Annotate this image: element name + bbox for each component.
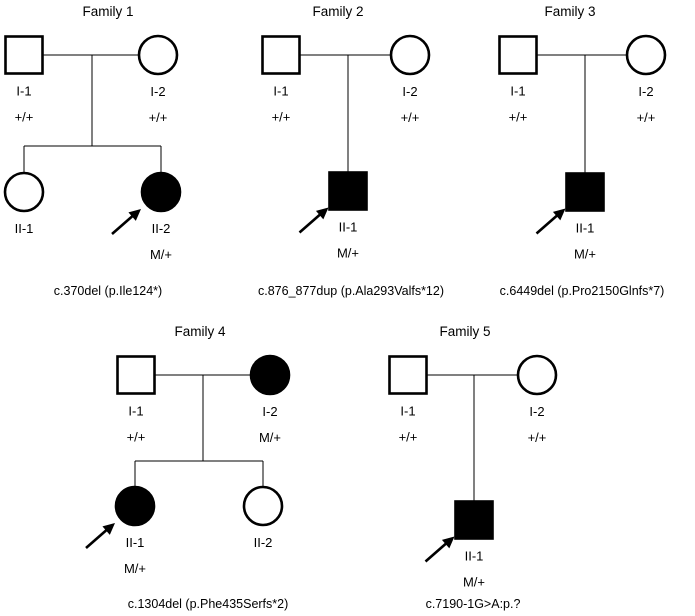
family-2-f2-ii1-square-affected-icon[interactable] [328,171,368,211]
family-5-f5-ii1-square-affected-icon[interactable] [454,500,494,540]
family-1-f1-i1-square-unaffected-icon[interactable] [4,35,44,75]
family-2-f2-i1-label: I-1 [273,84,288,99]
family-1-f1-ii2-circle-affected-icon[interactable] [140,171,182,213]
family-4-f4-ii1-genotype: M/+ [124,561,146,576]
family-4: Family 4I-1+/+I-2M/+II-1M/+II-2c.1304del… [85,324,291,611]
family-2-f2-i2-circle-unaffected-icon[interactable] [389,34,431,76]
proband-arrow-shaft [535,211,562,235]
family-2-f2-i1-square-unaffected-icon[interactable] [261,35,301,75]
family-3-f3-i2-genotype: +/+ [637,110,656,125]
family-1-f1-ii2-proband-arrow-icon [111,209,141,235]
proband-arrow-head [441,536,455,549]
proband-arrow-head [315,207,329,220]
family-5-caption: c.7190-1G>A:p.? [426,597,521,611]
family-2-f2-i1-genotype: +/+ [272,110,291,125]
family-5-f5-i1-square-unaffected-icon[interactable] [388,355,428,395]
family-5-f5-i2-genotype: +/+ [528,430,547,445]
family-1-f1-ii1-label: II-1 [15,221,34,236]
family-5-f5-ii1-proband-arrow-icon [424,536,455,563]
family-2-f2-i2-label: I-2 [402,84,417,99]
family-4-f4-i2-label: I-2 [262,404,277,419]
family-3-title: Family 3 [544,4,595,19]
family-3: Family 3 I-1 +/+ I-2 +/+ II-1M/+ c.6449del (p.… [498,4,667,298]
family-5-f5-i1-genotype: +/+ [399,430,418,445]
family-3-caption: c.6449del (p.Pro2150Glnfs*7) [500,284,665,298]
proband-arrow-head [552,208,566,221]
family-3-f3-ii1-proband-arrow-icon [535,208,566,235]
family-5-f5-ii1-label: II-1 [465,549,484,564]
family-1-f1-i2-circle-unaffected-icon[interactable] [137,34,179,76]
family-4-caption: c.1304del (p.Phe435Serfs*2) [128,597,289,611]
family-4-f4-ii2-circle-unaffected-icon[interactable] [242,485,284,527]
family-5-title: Family 5 [439,324,490,339]
family-1-f1-ii2-label: II-2 [152,221,171,236]
family-3-f3-i1-square-unaffected-icon[interactable] [498,35,538,75]
family-4-f4-i2-circle-affected-icon[interactable] [249,354,291,396]
family-1-f1-i1-genotype: +/+ [15,110,34,125]
family-1: Family 1 I-1 +/+ I-2 +/+ II-1 II-2M/+ c.370del … [3,4,182,298]
family-2-f2-ii1-genotype: M/+ [337,246,359,261]
proband-arrow-head [102,523,115,535]
family-4-f4-i1-square-unaffected-icon[interactable] [116,355,156,395]
family-4-f4-ii1-circle-affected-icon[interactable] [114,485,156,527]
proband-arrow-shaft [298,210,325,234]
family-4-f4-ii1-proband-arrow-icon [85,523,115,549]
family-5: Family 5 I-1 +/+ I-2 +/+ II-1M/+ c.7190-1G>A:p… [388,324,558,611]
family-2: Family 2 I-1 +/+ I-2 +/+ II-1M/+ c.876_877dup … [258,4,444,298]
family-4-f4-i2-genotype: M/+ [259,430,281,445]
family-3-f3-i1-label: I-1 [510,84,525,99]
proband-arrow-shaft [111,212,137,235]
family-1-f1-i1-label: I-1 [16,84,31,99]
family-4-f4-ii1-label: II-1 [126,535,145,550]
family-3-f3-ii1-label: II-1 [576,221,595,236]
proband-arrow-head [128,209,141,221]
family-1-f1-ii2-genotype: M/+ [150,247,172,262]
family-3-f3-i2-circle-unaffected-icon[interactable] [625,34,667,76]
family-1-f1-i2-label: I-2 [150,84,165,99]
family-4-f4-i1-genotype: +/+ [127,430,146,445]
family-2-caption: c.876_877dup (p.Ala293Valfs*12) [258,284,444,298]
family-5-f5-i2-circle-unaffected-icon[interactable] [516,354,558,396]
family-3-f3-i2-label: I-2 [638,84,653,99]
family-1-f1-ii1-circle-unaffected-icon[interactable] [3,171,45,213]
family-3-f3-ii1-square-affected-icon[interactable] [565,172,605,212]
proband-arrow-shaft [85,526,111,549]
family-2-title: Family 2 [312,4,363,19]
family-5-f5-i2-label: I-2 [529,404,544,419]
family-5-f5-i1-label: I-1 [400,404,415,419]
family-4-title: Family 4 [174,324,225,339]
family-1-f1-i2-genotype: +/+ [149,110,168,125]
family-1-title: Family 1 [82,4,133,19]
family-3-f3-ii1-genotype: M/+ [574,247,596,262]
family-2-f2-ii1-label: II-1 [339,220,358,235]
family-3-f3-i1-genotype: +/+ [509,110,528,125]
family-2-f2-i2-genotype: +/+ [401,110,420,125]
family-1-caption: c.370del (p.Ile124*) [54,284,162,298]
family-4-f4-ii2-label: II-2 [254,535,273,550]
family-2-f2-ii1-proband-arrow-icon [298,207,329,234]
family-5-f5-ii1-genotype: M/+ [463,575,485,590]
family-4-f4-i1-label: I-1 [128,404,143,419]
proband-arrow-shaft [424,539,451,563]
